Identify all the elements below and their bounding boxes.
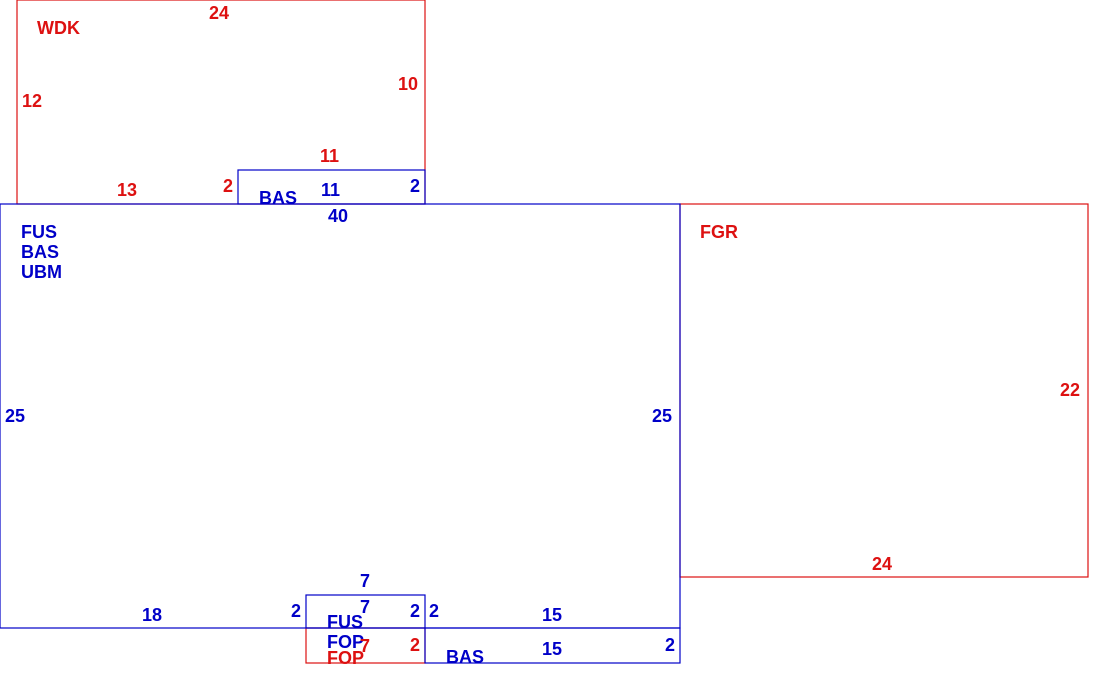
wdk-right-dimension: 10 bbox=[398, 74, 418, 94]
bas-top-right-dimension: 2 bbox=[410, 176, 420, 196]
main-code-ubm: UBM bbox=[21, 262, 62, 282]
fus-fop-code-fus: FUS bbox=[327, 612, 363, 632]
wdk-bottom-dimension: 13 bbox=[117, 180, 137, 200]
fus-fop-top-outer-dimension: 7 bbox=[360, 571, 370, 591]
main-bottom-left-dimension: 18 bbox=[142, 605, 162, 625]
fgr-name-label: FGR bbox=[700, 222, 738, 242]
fus-fop-right-dimension: 2 bbox=[410, 601, 420, 621]
wdk-notch-top-dimension: 11 bbox=[320, 146, 339, 166]
fop-red-name-label: FOP bbox=[327, 648, 364, 668]
bas-bottom-top-inner-dimension: 15 bbox=[542, 639, 562, 659]
room-fus-fop-outline bbox=[305, 594, 426, 629]
main-bottom-notch-left-dimension: 2 bbox=[291, 601, 301, 621]
main-bottom-notch-right-dimension: 2 bbox=[429, 601, 439, 621]
wdk-name-label: WDK bbox=[37, 18, 80, 38]
fus-fop-top-inner-dimension: 7 bbox=[360, 597, 370, 617]
fgr-bottom-dimension: 24 bbox=[872, 554, 892, 574]
main-code-bas: BAS bbox=[21, 242, 59, 262]
bas-bottom-top-outer-dimension: 15 bbox=[542, 605, 562, 625]
room-fgr-outline bbox=[679, 203, 1089, 578]
bas-bottom-name-label: BAS bbox=[446, 647, 484, 667]
fgr-right-dimension: 22 bbox=[1060, 380, 1080, 400]
bas-top-top-dimension: 11 bbox=[321, 180, 340, 200]
bas-top-name-label: BAS bbox=[259, 188, 297, 208]
room-main-outline bbox=[0, 203, 681, 629]
main-top-dimension: 40 bbox=[328, 206, 348, 226]
fop-red-right-dimension: 2 bbox=[410, 635, 420, 655]
bas-bottom-right-dimension: 2 bbox=[665, 635, 675, 655]
wdk-left-dimension: 12 bbox=[22, 91, 42, 111]
wdk-notch-left-dimension: 2 bbox=[223, 176, 233, 196]
main-left-dimension: 25 bbox=[5, 406, 25, 426]
main-right-dimension: 25 bbox=[652, 406, 672, 426]
room-bas-bottom-outline bbox=[424, 627, 681, 664]
wdk-top-dimension: 24 bbox=[209, 3, 229, 23]
fop-red-top-dimension: 7 bbox=[360, 636, 370, 656]
fus-fop-code-fop: FOP bbox=[327, 632, 364, 652]
main-code-fus: FUS bbox=[21, 222, 57, 242]
